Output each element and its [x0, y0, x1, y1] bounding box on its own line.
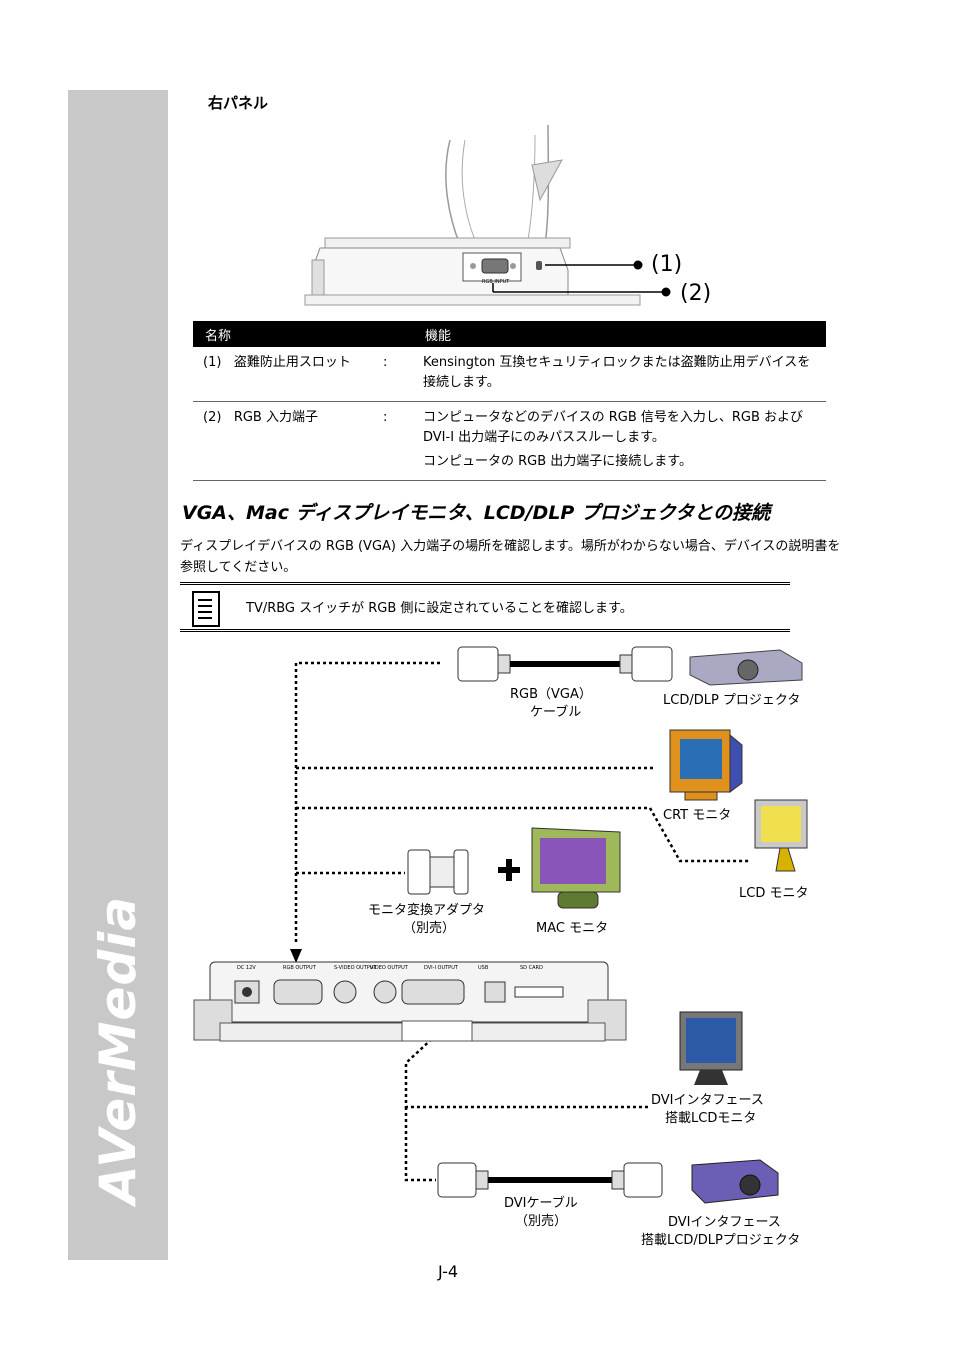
row-sep: : [383, 410, 388, 425]
port-label-dvi: DVI-I OUTPUT [424, 965, 458, 971]
lcd-monitor-label: LCD モニタ [739, 886, 809, 901]
mac-monitor-label: MAC モニタ [536, 921, 609, 936]
row-name: 盗難防止用スロット [233, 355, 351, 370]
header-name: 名称 [193, 321, 413, 347]
connection-diagram [193, 646, 808, 1204]
dvi-monitor-label: 搭載LCDモニタ [665, 1111, 757, 1126]
port-label-svideo: S-VIDEO OUTPUT [334, 965, 377, 971]
row-desc-line: コンピュータなどのデバイスの RGB 信号を入力し、RGB および [423, 410, 804, 425]
plus-icon [498, 859, 520, 881]
mac-monitor-icon [531, 827, 621, 909]
dvi-monitor-icon [679, 1011, 743, 1085]
adapter-label: モニタ変換アダプタ [368, 903, 486, 918]
row-desc-line: DVI-I 出力端子にのみパススルーします。 [423, 430, 665, 445]
arrow-down-icon [290, 949, 302, 963]
dvi-projector-label: DVIインタフェース [668, 1215, 781, 1230]
port-label-usb: USB [478, 965, 489, 971]
header-function: 機能 [413, 321, 826, 347]
crt-monitor-icon [669, 729, 743, 801]
lcd-monitor-icon [754, 799, 808, 872]
row-name: RGB 入力端子 [233, 410, 318, 425]
rgb-cable-label: ケーブル [530, 705, 582, 720]
note-text: TV/RBG スイッチが RGB 側に設定されていることを確認します。 [246, 601, 633, 616]
rgb-input-label: RGB INPUT [482, 279, 510, 285]
row-sep: : [383, 355, 388, 370]
port-label-video: VIDEO OUTPUT [370, 965, 408, 971]
port-label-rgb: RGB OUTPUT [283, 965, 316, 971]
dvi-projector-icon [691, 1159, 779, 1204]
device-panel-illustration [193, 961, 627, 1042]
adapter-icon [407, 849, 469, 895]
port-label-dc: DC 12V [237, 965, 256, 971]
row-desc-line: コンピュータの RGB 出力端子に接続します。 [423, 454, 692, 469]
port-label-sd: SD CARD [520, 965, 543, 971]
dvi-projector-label: 搭載LCD/DLPプロジェクタ [641, 1233, 801, 1248]
right-panel-illustration: RGB INPUT [304, 124, 671, 306]
callout-1: (1) [651, 252, 683, 277]
intro-text: ディスプレイデバイスの RGB (VGA) 入力端子の場所を確認します。場所がわ… [180, 539, 841, 575]
sidebar-band [68, 90, 168, 1260]
rgb-cable-label: RGB（VGA） [510, 687, 592, 702]
dvi-cable-icon [437, 1162, 663, 1198]
spec-table: 名称 機能 (1) 盗難防止用スロット : Kensington 互換セキュリテ… [193, 321, 826, 481]
row-num: (1) [203, 355, 222, 370]
projector-icon [689, 649, 803, 686]
row-num: (2) [203, 410, 222, 425]
crt-monitor-label: CRT モニタ [663, 808, 732, 823]
rgb-cable-icon [457, 646, 673, 682]
connection-heading: VGA、Mac ディスプレイモニタ、LCD/DLP プロジェクタとの接続 [182, 502, 770, 524]
note-box: TV/RBG スイッチが RGB 側に設定されていることを確認します。 [180, 582, 790, 632]
projector-label: LCD/DLP プロジェクタ [663, 693, 801, 708]
row-desc-line: Kensington 互換セキュリティロックまたは盗難防止用デバイスを [423, 355, 811, 370]
table-row: (1) 盗難防止用スロット : Kensington 互換セキュリティロックまた… [193, 347, 826, 402]
table-row: (2) RGB 入力端子 : コンピュータなどのデバイスの RGB 信号を入力し… [193, 401, 826, 481]
row-desc-line: 接続します。 [423, 375, 500, 390]
dvi-cable-label: （別売） [515, 1214, 568, 1229]
callout-2: (2) [680, 281, 712, 306]
dvi-cable-label: DVIケーブル [504, 1196, 578, 1211]
section-title: 右パネル [208, 94, 269, 112]
adapter-label: （別売） [403, 921, 456, 936]
note-icon [192, 591, 220, 627]
dvi-monitor-label: DVIインタフェース [651, 1093, 764, 1108]
brand-logo: AVerMedia [89, 895, 147, 1205]
page-number: J-4 [438, 1262, 459, 1281]
